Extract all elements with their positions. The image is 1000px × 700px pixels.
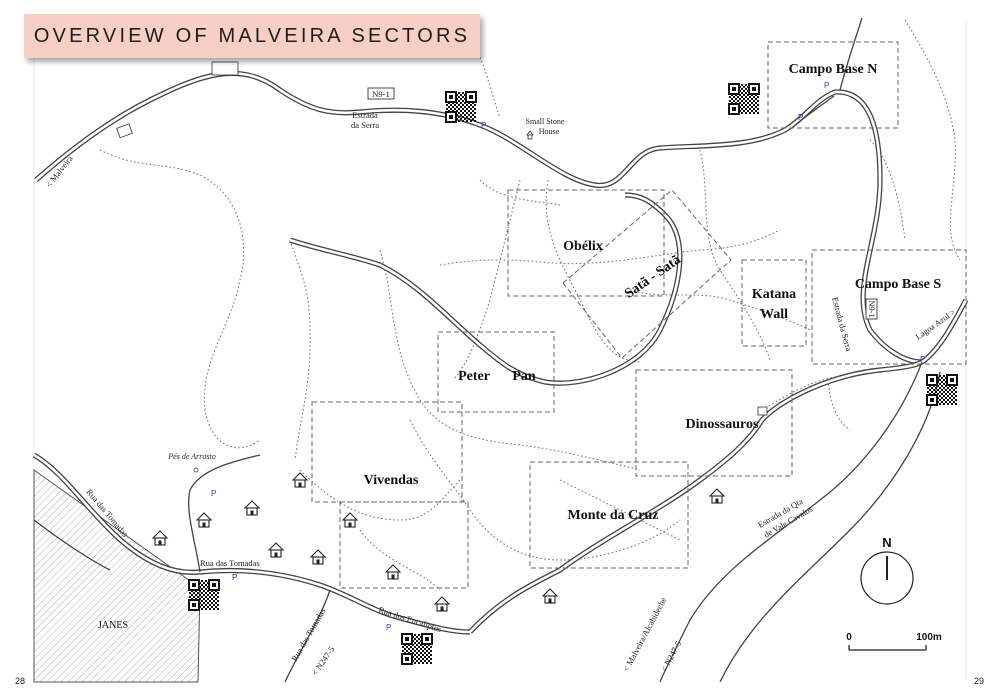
qr-code-icon (188, 579, 220, 611)
parking-marker: P (920, 355, 925, 364)
scale-end-label: 100m (916, 632, 942, 643)
label-katana-wall: Wall (760, 307, 788, 322)
label-pan: Pan (512, 369, 536, 384)
house-icon (244, 500, 260, 516)
house-icon (434, 596, 450, 612)
janes-label: JANES (98, 620, 128, 631)
box-obelix (507, 189, 665, 297)
label-dinossauros: Dinossauros (686, 417, 759, 432)
road-peter-pan-track (289, 192, 683, 386)
n9-1-vertical-box (865, 298, 878, 320)
compass-north-label: N (882, 535, 891, 550)
n9-1-sign-label: N9-1 (372, 89, 389, 99)
box-campo-base-s (811, 249, 967, 365)
box-campo-base-n (767, 41, 899, 129)
n9-1-vertical-label: N9-1 (867, 300, 877, 317)
qr-code-icon (728, 83, 760, 115)
qr-code-icon (401, 633, 433, 665)
n247-5-right-label: < N247-5 (659, 639, 683, 673)
scale-bar: 0 100m (846, 632, 942, 651)
scale-start-label: 0 (846, 632, 852, 643)
page-title: OVERVIEW OF MALVEIRA SECTORS (33, 25, 471, 47)
roads-south (32, 359, 941, 683)
qr-codes (188, 83, 958, 665)
qr-code-icon (445, 91, 477, 123)
trails (99, 19, 961, 591)
house-icon (268, 542, 284, 558)
box-monte-da-cruz (529, 461, 689, 569)
building-marker (116, 123, 133, 139)
house-icon (709, 488, 725, 504)
malveira-alcabideche-label: < Malveira/Alcabideche (621, 595, 669, 673)
qr-code-icon (926, 374, 958, 406)
n247-5-left-label: < N247-5 (309, 644, 336, 677)
house-icon (342, 512, 358, 528)
parking-marker: P (386, 623, 391, 632)
pes-de-arrasto-marker (193, 467, 199, 473)
small-stone-label-2: House (539, 127, 560, 136)
houses (152, 472, 725, 612)
label-obelix: Obélix (563, 239, 603, 254)
road-estrada-da-serra (34, 17, 969, 365)
box-katana-wall (741, 259, 807, 347)
box-vivendas-lower (339, 501, 469, 589)
house-icon (385, 564, 401, 580)
parking-marker: P (481, 121, 486, 130)
label-monte-da-cruz: Monte da Cruz (568, 508, 659, 523)
small-stone-label-1: Small Stone (526, 117, 565, 126)
n9-1-sign-box (367, 87, 395, 100)
box-sata-sata (562, 189, 732, 359)
estrada-serra-label-2: da Serra (351, 120, 379, 130)
house-icon (292, 472, 308, 488)
rua-tomadas-center-label: Rua das Tomadas (200, 558, 260, 568)
estrada-serra-right-label: Estrada da Serra (830, 296, 854, 353)
box-peter-pan (437, 331, 555, 413)
parking-marker: P (211, 489, 216, 498)
title-banner: OVERVIEW OF MALVEIRA SECTORS (24, 14, 480, 58)
compass-rose: N (860, 535, 914, 605)
small-stone-house-icon (526, 130, 534, 140)
janes-area (33, 469, 201, 683)
building-marker (757, 406, 768, 416)
box-vivendas (311, 401, 463, 503)
house-icon (542, 588, 558, 604)
label-katana: Katana (752, 287, 796, 302)
house-icon (196, 512, 212, 528)
label-campo-base-n: Campo Base N (789, 62, 878, 77)
house-icon (310, 549, 326, 565)
page-number-left: 28 (15, 676, 26, 686)
pes-de-arrasto-label: Pés de Arrasto (167, 452, 215, 461)
label-vivendas: Vivendas (364, 473, 419, 488)
parking-marker: P (824, 81, 829, 90)
building-marker (211, 61, 239, 76)
estrada-serra-label-1: Estrada (352, 110, 378, 120)
parking-marker: P (232, 573, 237, 582)
sector-boxes (311, 41, 967, 589)
label-peter: Peter (458, 369, 490, 384)
parking-marker: P (798, 113, 803, 122)
label-campo-base-s: Campo Base S (855, 277, 942, 292)
house-icon (152, 530, 168, 546)
box-dinossauros (635, 369, 793, 477)
page-number-right: 29 (974, 676, 985, 686)
